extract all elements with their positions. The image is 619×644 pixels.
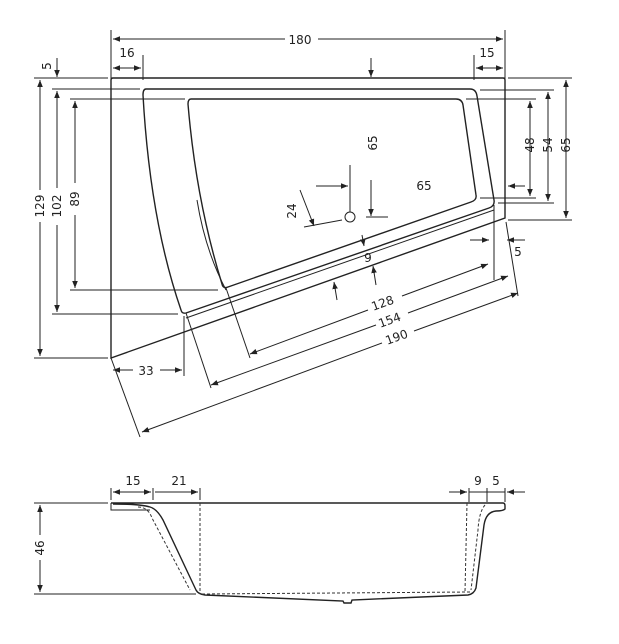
side-view-outline: [110, 502, 506, 604]
dim-right-rim: 15: [479, 46, 494, 60]
side-view-dimensions: [34, 488, 525, 595]
dim-left-front: 33: [138, 364, 153, 378]
dim-side-right-rim: 5: [492, 474, 500, 488]
dim-left-rim: 16: [119, 46, 134, 60]
drain-icon: [344, 211, 356, 223]
dim-depth-basin: 89: [68, 191, 82, 206]
dim-front-rim: 9: [364, 251, 372, 265]
dim-drain-y: 65: [366, 135, 380, 150]
top-view-outline: [110, 77, 506, 359]
dim-front-total: 190: [383, 327, 409, 348]
dim-drain-offset: 24: [285, 203, 299, 218]
dim-width-total: 180: [289, 33, 312, 47]
dim-right-rim-depth: 54: [541, 137, 555, 152]
dim-top-rim: 5: [40, 62, 54, 70]
dim-right-total: 65: [559, 137, 573, 152]
dim-side-left-slope: 21: [171, 474, 186, 488]
dim-front-rim-len: 154: [376, 310, 402, 331]
dim-front-basin: 128: [369, 293, 395, 314]
side-view-labels: 15 21 9 5 46: [33, 474, 500, 556]
dim-depth-rim: 102: [50, 195, 64, 218]
dim-drain-x: 65: [416, 179, 431, 193]
dim-side-height: 46: [33, 540, 47, 555]
dim-depth-total: 129: [33, 195, 47, 218]
top-view-dimensions: [34, 30, 572, 438]
dim-right-offset: 5: [514, 245, 522, 259]
dim-side-left-rim: 15: [125, 474, 140, 488]
dim-side-right-slope: 9: [474, 474, 482, 488]
dim-right-basin: 48: [523, 137, 537, 152]
